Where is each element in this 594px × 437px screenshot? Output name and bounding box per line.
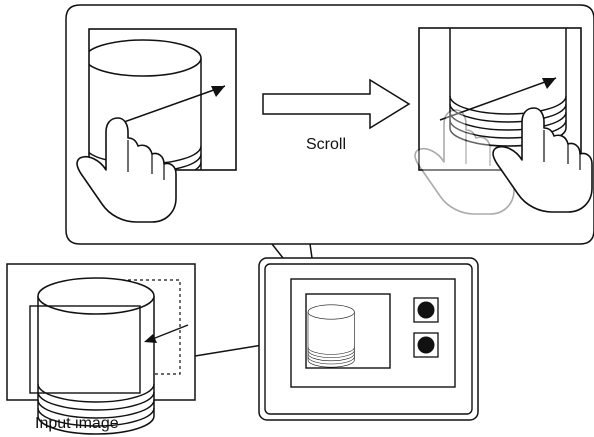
- input-image-panel: Input image: [6, 263, 196, 435]
- round-button-icon: [417, 301, 435, 319]
- before-scroll-view: [76, 28, 237, 223]
- after-scroll-view: [414, 27, 593, 215]
- input-image-label: Input image: [35, 415, 119, 432]
- hmi-button-2[interactable]: [413, 332, 439, 358]
- round-button-icon: [417, 336, 435, 354]
- hmi-screen: [258, 257, 479, 421]
- scroll-label: Scroll: [306, 136, 346, 153]
- right-arrow-icon: [262, 78, 411, 130]
- hmi-button-1[interactable]: [413, 297, 439, 323]
